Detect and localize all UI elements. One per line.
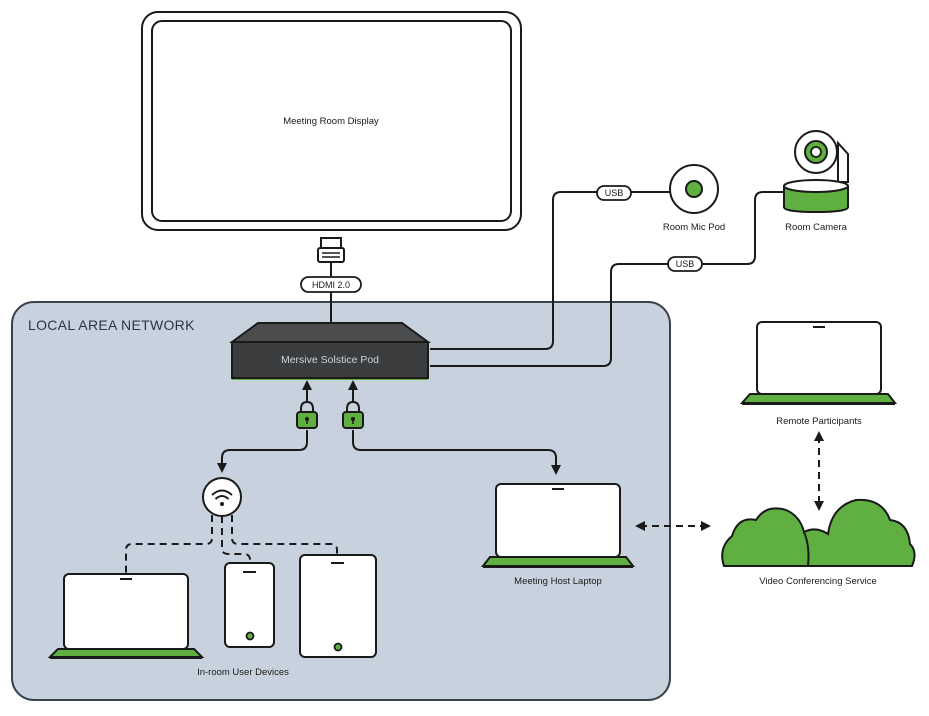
lock-icon <box>296 400 318 429</box>
usb-label-mic: USB <box>596 185 632 201</box>
wifi-icon <box>202 477 242 517</box>
in-room-tablet <box>299 554 377 658</box>
mic-label: Room Mic Pod <box>663 222 725 233</box>
in-room-phone <box>224 562 275 648</box>
meeting-host-laptop: Meeting Host Laptop <box>480 483 636 587</box>
cloud-label: Video Conferencing Service <box>759 576 877 587</box>
display-label: Meeting Room Display <box>283 116 379 127</box>
remote-label: Remote Participants <box>776 416 862 427</box>
wifi-link-laptop <box>125 515 213 576</box>
solstice-pod: Mersive Solstice Pod <box>228 322 432 380</box>
hdmi-connector-icon <box>317 237 345 277</box>
svg-text:USB: USB <box>605 188 624 198</box>
pod-label: Mersive Solstice Pod <box>281 354 379 366</box>
lan-label: LOCAL AREA NETWORK <box>28 317 195 333</box>
svg-text:HDMI 2.0: HDMI 2.0 <box>312 280 350 290</box>
host-laptop-label: Meeting Host Laptop <box>514 576 602 587</box>
hdmi-cable-label: HDMI 2.0 <box>300 276 362 293</box>
link-lock-to-wifi <box>217 430 308 473</box>
camera-label: Room Camera <box>785 222 847 233</box>
wifi-link-phone <box>221 516 251 568</box>
in-room-laptop <box>47 573 205 659</box>
room-mic-pod: Room Mic Pod <box>663 164 725 233</box>
room-camera: Room Camera <box>783 130 849 233</box>
remote-participants-laptop: Remote Participants <box>739 321 898 427</box>
link-lock-to-host <box>352 430 561 475</box>
svg-text:USB: USB <box>676 259 695 269</box>
cloud-icon: Video Conferencing Service <box>721 498 916 587</box>
usb-label-camera: USB <box>667 256 703 272</box>
wifi-link-tablet <box>231 515 338 558</box>
usb-cable-mic <box>430 191 671 350</box>
user-devices-label: In-room User Devices <box>197 667 289 678</box>
lock-icon <box>342 400 364 429</box>
meeting-room-display: Meeting Room Display <box>141 11 522 231</box>
